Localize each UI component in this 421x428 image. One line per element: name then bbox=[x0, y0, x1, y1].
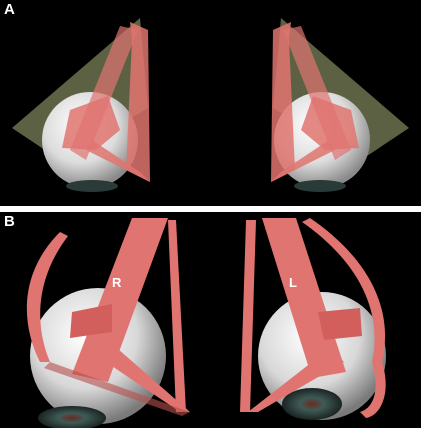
panel-a-illustration bbox=[12, 18, 409, 192]
panel-a-label: A bbox=[4, 1, 15, 18]
eye-right-panel-b bbox=[26, 218, 190, 428]
eye-left-panel-a bbox=[12, 18, 150, 192]
panel-a: A bbox=[0, 0, 421, 206]
eye-left-panel-b bbox=[240, 218, 386, 420]
panel-b-illustration bbox=[26, 218, 386, 428]
panel-b-label: B bbox=[4, 213, 15, 230]
panel-divider bbox=[0, 206, 421, 212]
left-eye-label: L bbox=[289, 275, 297, 290]
right-eye-label: R bbox=[112, 275, 122, 290]
eye-right-panel-a bbox=[271, 18, 409, 192]
panel-b: B R L bbox=[0, 212, 421, 428]
